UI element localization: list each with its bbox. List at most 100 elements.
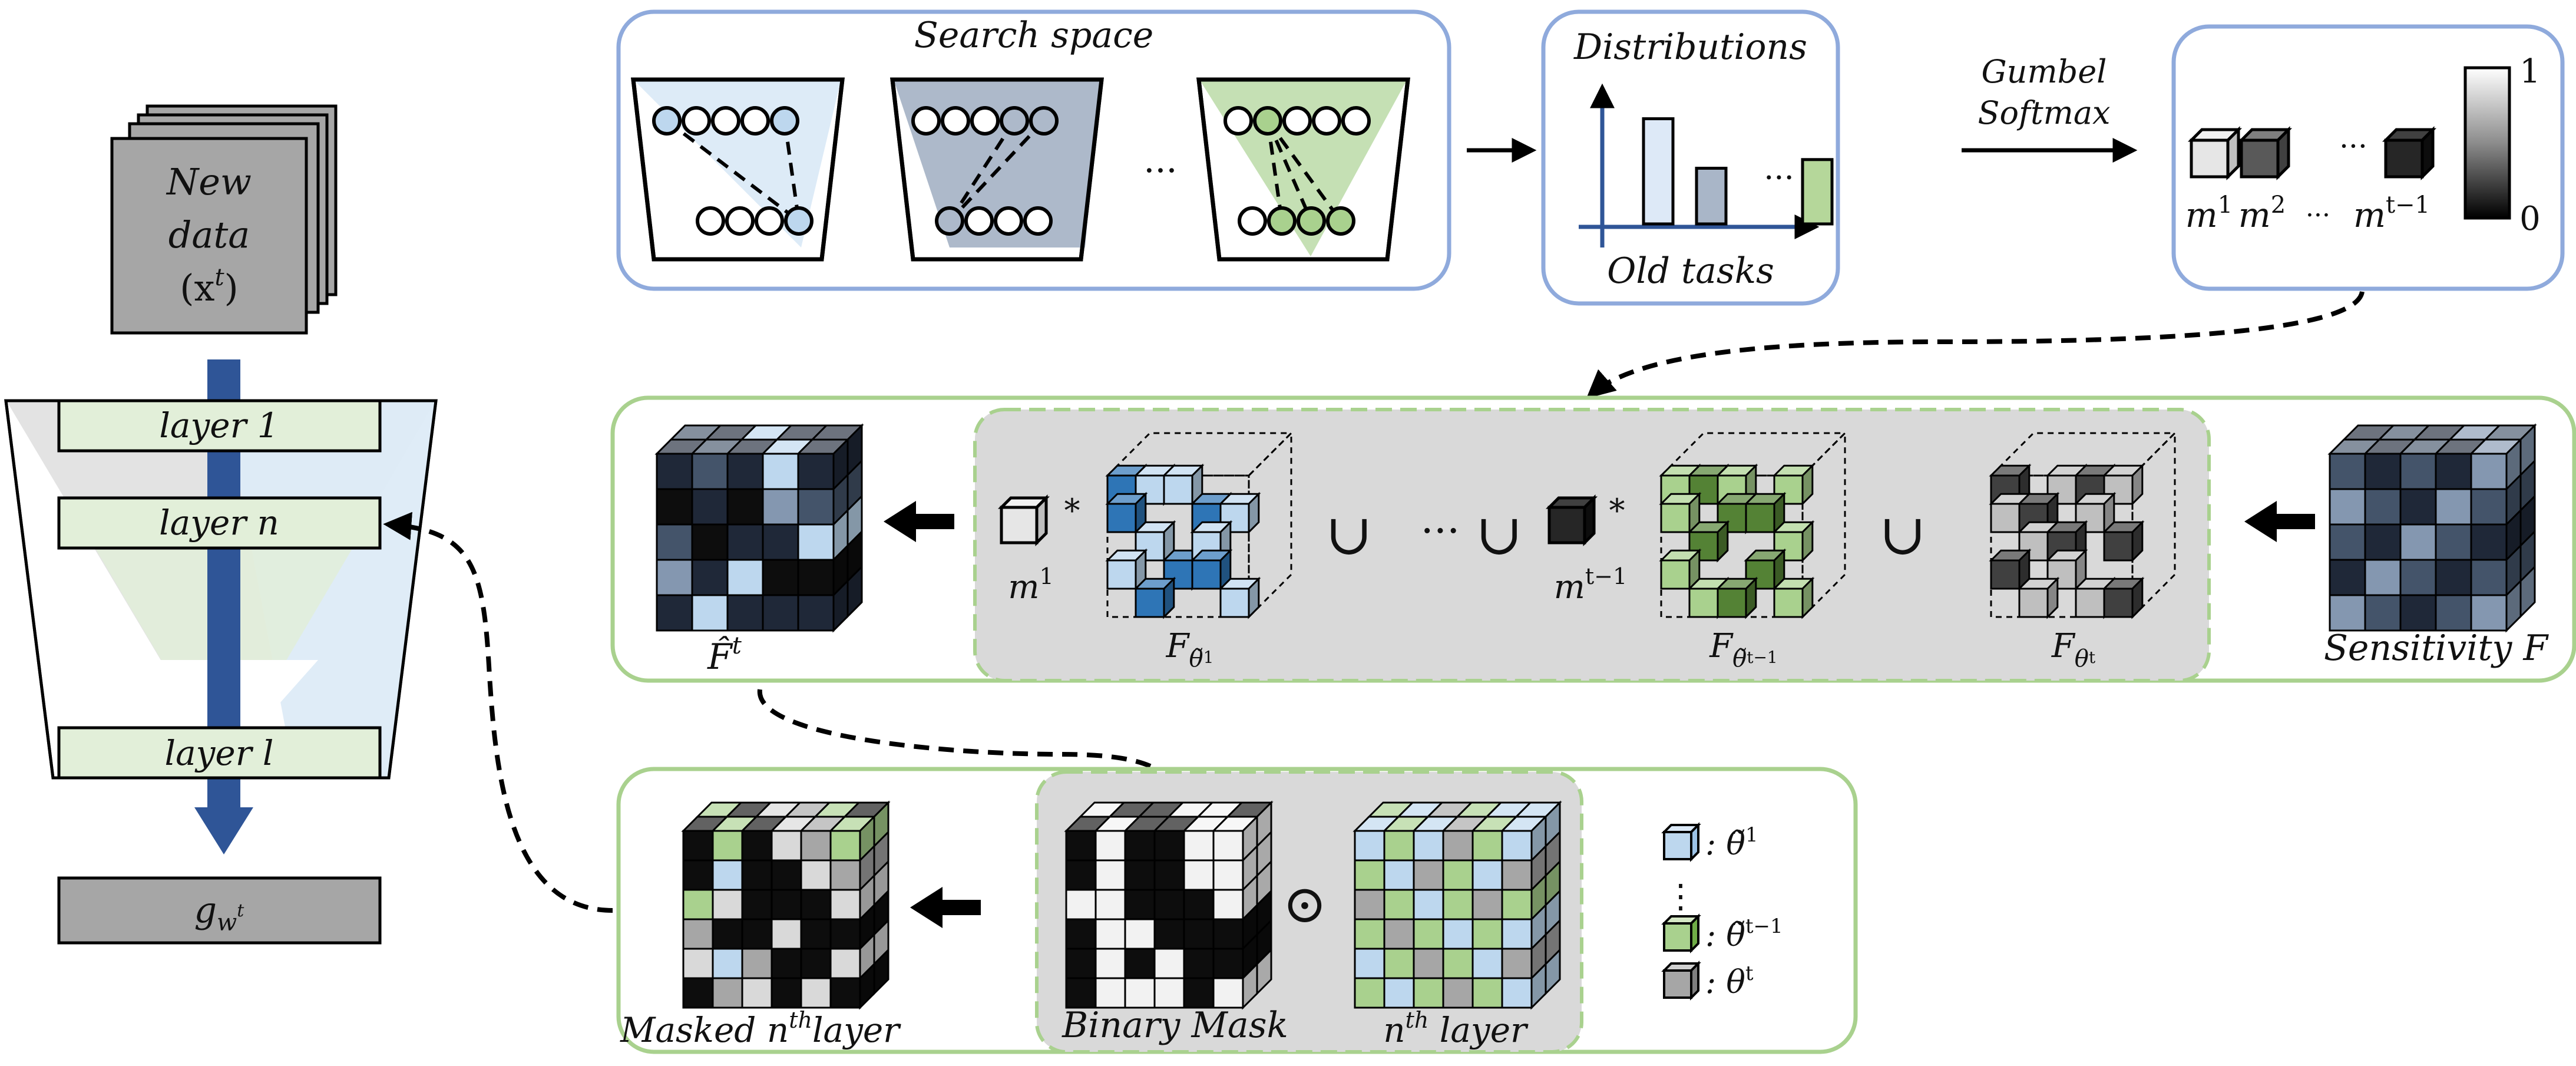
cube-front-cell <box>712 830 743 862</box>
cube-front-cell <box>771 830 802 862</box>
cube-front-cell <box>2364 594 2402 632</box>
candidate-architecture-2 <box>890 77 1104 262</box>
cube-bounding-side <box>1248 431 1292 619</box>
cube-front-cell <box>2399 594 2437 632</box>
cube-front-cell <box>2435 488 2472 526</box>
small-cube <box>1744 548 1787 591</box>
cube-front-cell <box>1065 918 1097 950</box>
small-cube <box>2102 576 2145 619</box>
cube-front-cell <box>2329 523 2366 561</box>
cube-front-cell <box>1212 977 1244 1009</box>
cube-front-cell <box>682 948 714 979</box>
small-cube <box>2102 520 2145 563</box>
cube-front-cell <box>2399 559 2437 596</box>
scale-bottom-label: 0 <box>2519 200 2541 238</box>
distributions-title: Distributions <box>1573 27 1807 68</box>
cube-front-cell <box>712 977 743 1009</box>
small-cube <box>1715 576 1758 619</box>
cube-front-cell <box>1124 977 1156 1009</box>
backbone-network: layer 1 layer n layer l <box>4 359 438 854</box>
cube-front-cell <box>797 488 835 526</box>
cube-front-cell <box>1153 977 1185 1009</box>
cube-front-cell <box>2329 453 2366 490</box>
cube-front-cell <box>797 453 835 490</box>
cube-bounding-side <box>2131 431 2176 619</box>
cube-front-cell <box>771 918 802 950</box>
cube-front-cell <box>1153 830 1185 862</box>
fused-sensitivity-cube <box>654 423 864 633</box>
old-task-t-minus-1-sparse-cube <box>1659 431 1847 619</box>
fusion-m1-label: m1 <box>1008 563 1053 606</box>
cube-front-cell <box>1354 889 1385 920</box>
cube-front-cell <box>1153 859 1185 891</box>
small-cube <box>2045 548 2088 591</box>
cube-front-cell <box>829 889 861 920</box>
cube-front-cell <box>1383 977 1415 1009</box>
cube-front-cell <box>691 453 729 490</box>
cube-front-cell <box>1471 859 1503 891</box>
cube-front-cell <box>771 948 802 979</box>
cube-front-cell <box>800 918 832 950</box>
cube-front-cell <box>762 523 799 561</box>
small-cube <box>1105 491 1148 534</box>
distributions-ellipsis: ··· <box>1764 159 1794 196</box>
union-2: ∪ <box>1476 501 1523 567</box>
cube-front-cell <box>1501 889 1533 920</box>
small-cube <box>1687 520 1730 563</box>
small-cube <box>1133 520 1176 563</box>
cube-front-cell <box>1124 830 1156 862</box>
cube-front-cell <box>2329 559 2366 596</box>
cube-front-cell <box>726 453 764 490</box>
cube-front-cell <box>741 948 773 979</box>
union-3: ∪ <box>1879 501 1926 567</box>
cube-front-cell <box>771 859 802 891</box>
mask-dots: ··· <box>2339 129 2367 163</box>
task-head: gwt <box>57 876 382 945</box>
cube-front-cell <box>2364 559 2402 596</box>
legend-old-task-1-cube <box>1661 822 1701 862</box>
cube-front-cell <box>726 559 764 596</box>
search-space-title: Search space <box>914 15 1153 56</box>
cube-front-cell <box>762 488 799 526</box>
cube-front-cell <box>762 594 799 632</box>
elementwise-product: ⊙ <box>1282 873 1327 935</box>
small-cube <box>1659 491 1702 534</box>
cube-front-cell <box>1153 889 1185 920</box>
scale-top-label: 1 <box>2519 52 2541 91</box>
cube-front-cell <box>656 523 693 561</box>
cube-front-cell <box>762 559 799 596</box>
cube-front-cell <box>656 594 693 632</box>
cube-front-cell <box>2470 559 2508 596</box>
sensitivity-label: Sensitivity F <box>2324 628 2549 669</box>
fhat-to-binary-connector <box>757 689 1191 807</box>
ft1-label: Fθ̃t−1 <box>1709 627 1777 672</box>
cube-front-cell <box>726 488 764 526</box>
cube-front-cell <box>656 488 693 526</box>
masks-panel: ··· m1 m2 ··· mt−1 1 0 <box>2171 24 2565 291</box>
gumbel-label-2: Softmax <box>1978 94 2110 131</box>
mask-cube-2 <box>2237 126 2293 181</box>
cube-front-cell <box>1442 830 1474 862</box>
fusion-mt-cube <box>1545 494 1598 547</box>
cube-front-cell <box>800 830 832 862</box>
layer-l-box <box>57 726 382 780</box>
cube-front-cell <box>1094 918 1126 950</box>
cube-front-cell <box>2399 453 2437 490</box>
sensitivity-arrow <box>2244 501 2315 542</box>
cube-front-cell <box>691 523 729 561</box>
small-cube <box>1133 576 1176 619</box>
cube-front-cell <box>1501 977 1533 1009</box>
cube-front-cell <box>656 453 693 490</box>
candidate-architecture-3 <box>1196 77 1410 262</box>
cube-front-cell <box>2364 488 2402 526</box>
cube-front-cell <box>800 977 832 1009</box>
cube-front-cell <box>1471 830 1503 862</box>
cube-front-cell <box>800 889 832 920</box>
cube-front-cell <box>691 594 729 632</box>
cube-front-cell <box>2399 523 2437 561</box>
cube-front-cell <box>1094 977 1126 1009</box>
cube-front-cell <box>1501 830 1533 862</box>
cube-front-cell <box>691 488 729 526</box>
cube-front-cell <box>1383 889 1415 920</box>
cube-front-cell <box>2470 488 2508 526</box>
